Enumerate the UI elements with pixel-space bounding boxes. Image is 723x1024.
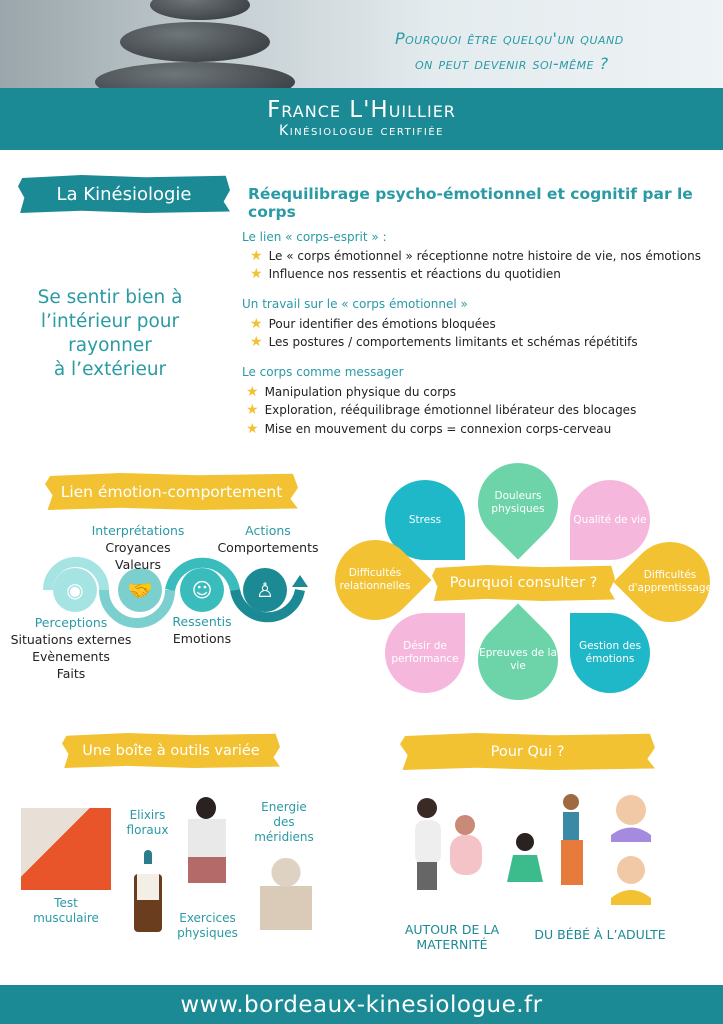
exercices-photo xyxy=(188,797,238,909)
petal: Désir de performance xyxy=(385,613,465,693)
maternite-label: AUTOUR DE LA MATERNITÉ xyxy=(404,922,500,952)
petal: Epreuves de la vie xyxy=(461,603,575,717)
list-item: ★Les postures / comportements limitants … xyxy=(250,334,638,350)
petal: Difficultés d'apprentissage xyxy=(613,525,723,639)
lien-badge: Lien émotion-comportement xyxy=(45,473,298,510)
outil-caption: Elixirs floraux xyxy=(126,808,169,837)
petal: Douleurs physiques xyxy=(461,446,575,560)
petal-shape xyxy=(570,480,650,560)
list-item: ★Le « corps émotionnel » réceptionne not… xyxy=(250,248,701,264)
petal: Difficultés relationnelles xyxy=(318,523,432,637)
section-title: Un travail sur le « corps émotionnel » xyxy=(242,297,468,311)
star-icon: ★ xyxy=(250,248,263,264)
star-icon: ★ xyxy=(250,316,263,332)
kinesiologie-badge: La Kinésiologie xyxy=(18,175,230,213)
petal-label: Stress xyxy=(408,513,442,526)
test-musculaire-photo xyxy=(21,808,111,890)
consulter-center: Pourquoi consulter ? xyxy=(432,565,615,601)
age-label: DU BÉBÉ À L’ADULTE xyxy=(534,927,666,942)
list-item: ★Mise en mouvement du corps = connexion … xyxy=(246,421,612,437)
outil-caption: Exercices physiques xyxy=(177,911,238,940)
petal-label: Difficultés d'apprentissage xyxy=(627,569,713,594)
eye-icon: ◉ xyxy=(53,568,97,612)
cycle-arrows xyxy=(43,557,308,628)
outil-caption: Energie des méridiens xyxy=(254,800,314,844)
subtitle: Kinésiologue certifiée xyxy=(279,123,444,139)
people-illustration xyxy=(415,794,651,905)
section-title: Le lien « corps-esprit » : xyxy=(242,230,387,244)
star-icon: ★ xyxy=(246,421,259,437)
petal-label: Qualité de vie xyxy=(573,513,647,526)
smiley-icon: ☺ xyxy=(180,568,224,612)
list-item: ★Exploration, rééquilibrage émotionnel l… xyxy=(246,402,637,418)
petal-label: Gestion des émotions xyxy=(578,640,642,665)
name: France L'Huillier xyxy=(267,97,456,123)
body-icon: ♙ xyxy=(243,568,287,612)
petal: Qualité de vie xyxy=(570,480,650,560)
list-item: ★Influence nos ressentis et réactions du… xyxy=(250,266,561,282)
header-photo xyxy=(0,0,723,88)
petal-label: Epreuves de la vie xyxy=(479,647,557,672)
outil-caption: Test musculaire xyxy=(33,896,99,925)
outils-badge: Une boîte à outils variée xyxy=(62,733,280,768)
star-icon: ★ xyxy=(246,384,259,400)
section-title: Le corps comme messager xyxy=(242,365,404,379)
list-item: ★Manipulation physique du corps xyxy=(246,384,457,400)
petal-shape xyxy=(570,613,650,693)
elixir-bottle-photo xyxy=(134,850,162,932)
handshake-icon: 🤝 xyxy=(118,568,162,612)
petal-label: Douleurs physiques xyxy=(491,490,545,515)
star-icon: ★ xyxy=(246,402,259,418)
petal-label: Désir de performance xyxy=(391,640,459,665)
meridiens-photo xyxy=(260,858,312,930)
website-url[interactable]: www.bordeaux-kinesiologue.fr xyxy=(0,985,723,1024)
petal: Gestion des émotions xyxy=(570,613,650,693)
petal-shape xyxy=(385,613,465,693)
pourqui-badge: Pour Qui ? xyxy=(400,733,655,770)
list-item: ★Pour identifier des émotions bloquées xyxy=(250,316,496,332)
kinesiologie-heading: Réequilibrage psycho-émotionnel et cogni… xyxy=(248,185,693,221)
star-icon: ★ xyxy=(250,266,263,282)
title-band: France L'Huillier Kinésiologue certifiée xyxy=(0,88,723,150)
star-icon: ★ xyxy=(250,334,263,350)
petal-label: Difficultés relationnelles xyxy=(339,567,411,592)
